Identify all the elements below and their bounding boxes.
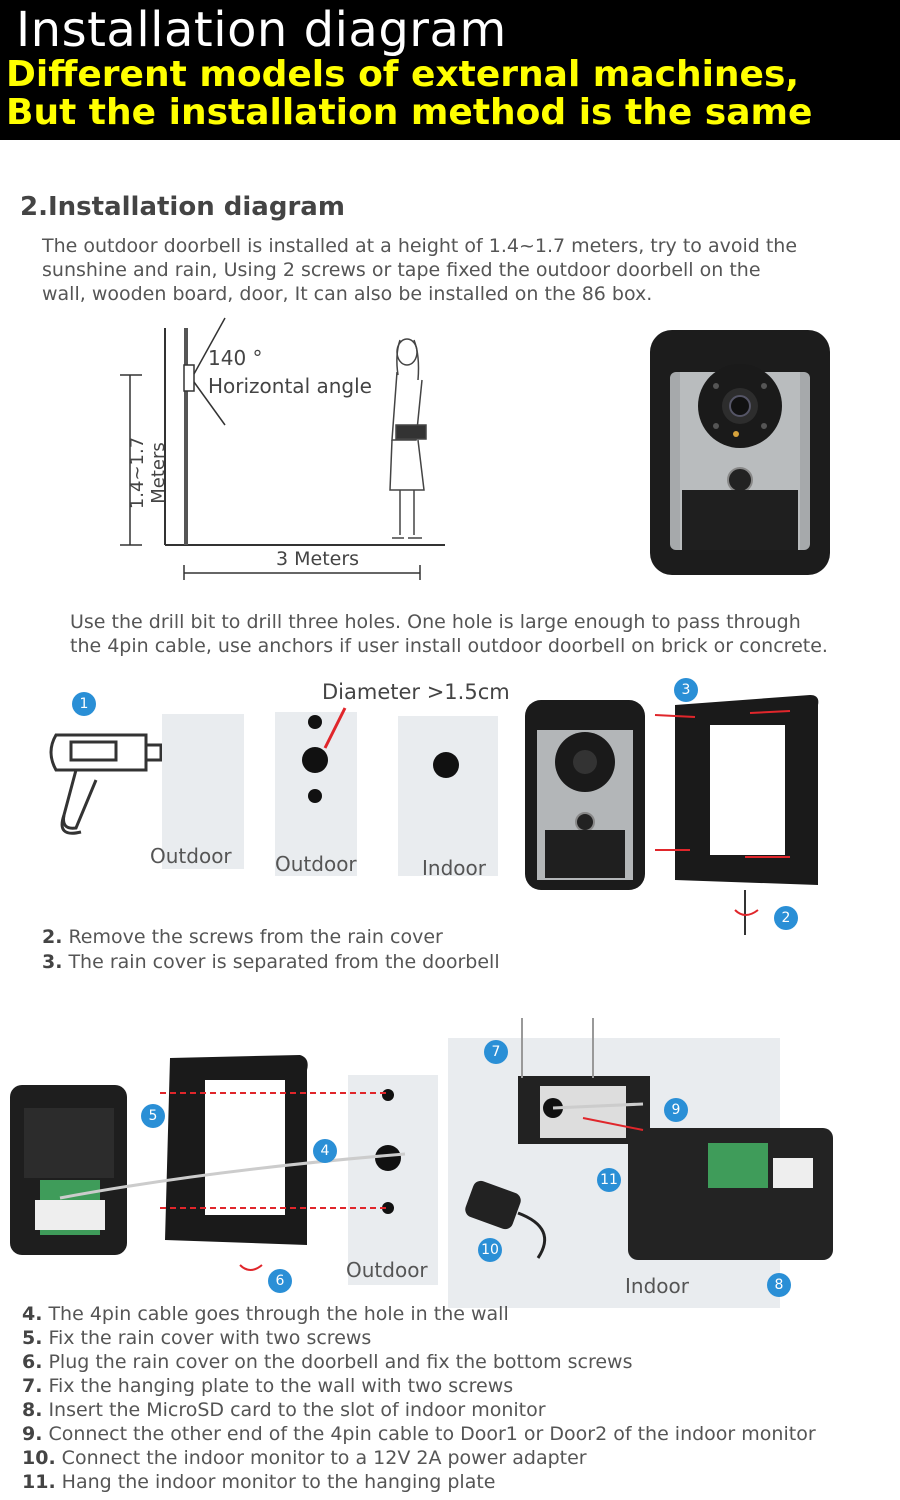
step-3: 3.The rain cover is separated from the d… (42, 950, 500, 974)
wall-edge (184, 328, 188, 545)
step-11-num: 11. (22, 1471, 56, 1493)
step-badge-3: 3 (674, 678, 698, 702)
diameter-label: Diameter >1.5cm (322, 680, 510, 704)
assembly-label-outdoor: Outdoor (346, 1258, 428, 1282)
step-2-num: 2. (42, 926, 63, 948)
step-10: 10.Connect the indoor monitor to a 12V 2… (22, 1446, 587, 1470)
angle-label: Horizontal angle (208, 374, 372, 398)
step-badge-2: 2 (774, 906, 798, 930)
banner-subtitle-line-2: But the installation method is the same (6, 92, 813, 133)
banner-title: Installation diagram (16, 2, 507, 58)
step-11-text: Hang the indoor monitor to the hanging p… (61, 1471, 496, 1493)
wall-label-outdoor-1: Outdoor (150, 844, 232, 868)
step-7-text: Fix the hanging plate to the wall with t… (48, 1375, 514, 1397)
step-6: 6.Plug the rain cover on the doorbell an… (22, 1350, 633, 1374)
step-3-num: 3. (42, 951, 63, 973)
step-9-num: 9. (22, 1423, 43, 1445)
call-button (727, 467, 753, 493)
step-10-text: Connect the indoor monitor to a 12V 2A p… (61, 1447, 587, 1469)
step-8-num: 8. (22, 1399, 43, 1421)
step-6-text: Plug the rain cover on the doorbell and … (48, 1351, 633, 1373)
step-8-text: Insert the MicroSD card to the slot of i… (48, 1399, 546, 1421)
person-illustration (389, 338, 427, 539)
section-intro: The outdoor doorbell is installed at a h… (42, 235, 798, 305)
height-label: 1.4~1.7 Meters (127, 436, 169, 510)
step-4-num: 4. (22, 1303, 43, 1325)
angle-value: 140 ° (208, 346, 263, 370)
assembly-diagram-right (448, 1018, 833, 1308)
height-diagram (120, 317, 445, 580)
wall-panel-indoor (398, 716, 498, 876)
drill-holes (302, 707, 459, 803)
doorbell-mini (183, 364, 195, 392)
step-8: 8.Insert the MicroSD card to the slot of… (22, 1398, 546, 1422)
step-badge-5: 5 (141, 1104, 165, 1128)
step-badge-7: 7 (484, 1040, 508, 1064)
step-5: 5.Fix the rain cover with two screws (22, 1326, 371, 1350)
section-number: 2. (20, 192, 48, 222)
wall-label-indoor: Indoor (422, 856, 486, 880)
angle-line-top (193, 317, 226, 375)
wall-panel-outdoor-1 (162, 714, 244, 869)
step-10-num: 10. (22, 1447, 56, 1469)
rain-cover-illustration (654, 695, 819, 935)
speaker-grille (682, 490, 798, 550)
doorbell-illustration (650, 330, 830, 575)
angle-line-bottom (193, 381, 226, 426)
step-11: 11.Hang the indoor monitor to the hangin… (22, 1470, 496, 1494)
step-4-text: The 4pin cable goes through the hole in … (48, 1303, 509, 1325)
step-5-text: Fix the rain cover with two screws (48, 1327, 372, 1349)
doorbell-with-cover (525, 700, 645, 890)
step-7: 7.Fix the hanging plate to the wall with… (22, 1374, 513, 1398)
drill-instruction: Use the drill bit to drill three holes. … (70, 611, 828, 657)
step-badge-1: 1 (72, 692, 96, 716)
header-banner: Installation diagram Different models of… (0, 0, 900, 140)
step-9: 9.Connect the other end of the 4pin cabl… (22, 1422, 816, 1446)
step-badge-4: 4 (313, 1139, 337, 1163)
step-9-text: Connect the other end of the 4pin cable … (48, 1423, 816, 1445)
distance-label: 3 Meters (276, 548, 360, 570)
step-badge-11: 11 (597, 1168, 621, 1192)
assembly-label-indoor: Indoor (625, 1274, 689, 1298)
step-badge-9: 9 (664, 1098, 688, 1122)
assembly-diagram-left (10, 1055, 438, 1285)
step-6-num: 6. (22, 1351, 43, 1373)
step-badge-10: 10 (478, 1238, 502, 1262)
step-badge-8: 8 (767, 1273, 791, 1297)
section-title: Installation diagram (48, 192, 345, 222)
step-3-text: The rain cover is separated from the doo… (68, 951, 500, 973)
banner-subtitle-line-1: Different models of external machines, (6, 54, 800, 95)
step-2: 2.Remove the screws from the rain cover (42, 925, 443, 949)
step-4: 4.The 4pin cable goes through the hole i… (22, 1302, 509, 1326)
step-2-text: Remove the screws from the rain cover (68, 926, 443, 948)
wall-label-outdoor-2: Outdoor (275, 852, 357, 876)
step-7-num: 7. (22, 1375, 43, 1397)
step-badge-6: 6 (268, 1269, 292, 1293)
step-5-num: 5. (22, 1327, 43, 1349)
